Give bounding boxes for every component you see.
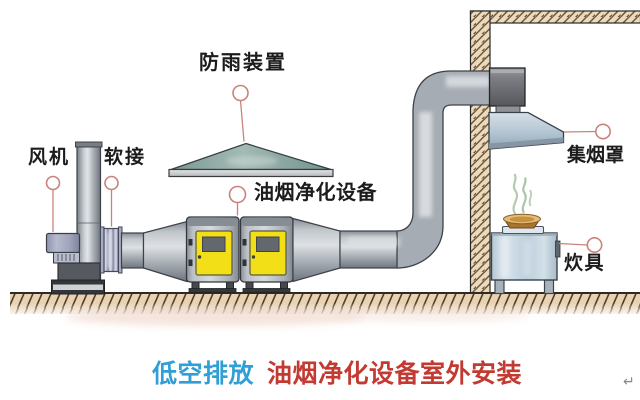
caption: 低空排放 油烟净化设备室外安装 (152, 354, 522, 390)
caption-rest: 油烟净化设备室外安装 (267, 359, 523, 388)
purifier-door-window-1 (202, 236, 226, 252)
callout-circles (45, 84, 611, 254)
callout-circle-rain-cover (232, 84, 249, 102)
rain-cover-label: 防雨装置 (199, 50, 287, 74)
purifier-unit-1 (185, 216, 240, 293)
callout-leaders (52, 100, 596, 246)
wall (469, 10, 491, 297)
fan-base (51, 279, 105, 295)
hood-label: 集烟罩 (567, 144, 625, 166)
cooking-bowl (503, 213, 541, 229)
callout-circle-soft-joint (104, 175, 119, 191)
paragraph-return-mark: ↵ (623, 374, 635, 390)
smoke-collection-hood (488, 111, 565, 150)
rain-cover (168, 142, 334, 178)
right-cone-reducer (292, 217, 341, 283)
hood-neck (495, 105, 521, 113)
steam (512, 173, 533, 215)
ceiling (469, 10, 640, 24)
fan-unit (45, 232, 105, 295)
door-handle-2 (251, 255, 256, 259)
cooking-stove (490, 173, 561, 295)
purifier-label: 油烟净化设备 (254, 180, 377, 204)
callout-circle-fan (45, 175, 61, 191)
callout-circle-hood (594, 123, 611, 140)
left-cone-reducer (142, 220, 188, 283)
ground (8, 292, 640, 326)
inlet-pipe (120, 232, 145, 269)
stack-cap (75, 141, 103, 148)
duct-junction-box (488, 67, 526, 107)
flexible-joint (100, 226, 123, 274)
purifier-unit-2 (239, 216, 294, 293)
caption-highlight: 低空排放 (152, 359, 255, 388)
fan-motor-housing (45, 232, 81, 254)
fan-label: 风机 (28, 146, 71, 168)
horizontal-duct (339, 230, 399, 269)
purifier-door-window-2 (256, 236, 280, 252)
door-handle-1 (197, 255, 202, 259)
soft-joint-label: 软接 (104, 146, 147, 168)
stove-label: 炊具 (564, 252, 606, 274)
callout-circle-purifier (228, 185, 247, 204)
callout-circle-stove (586, 237, 603, 254)
